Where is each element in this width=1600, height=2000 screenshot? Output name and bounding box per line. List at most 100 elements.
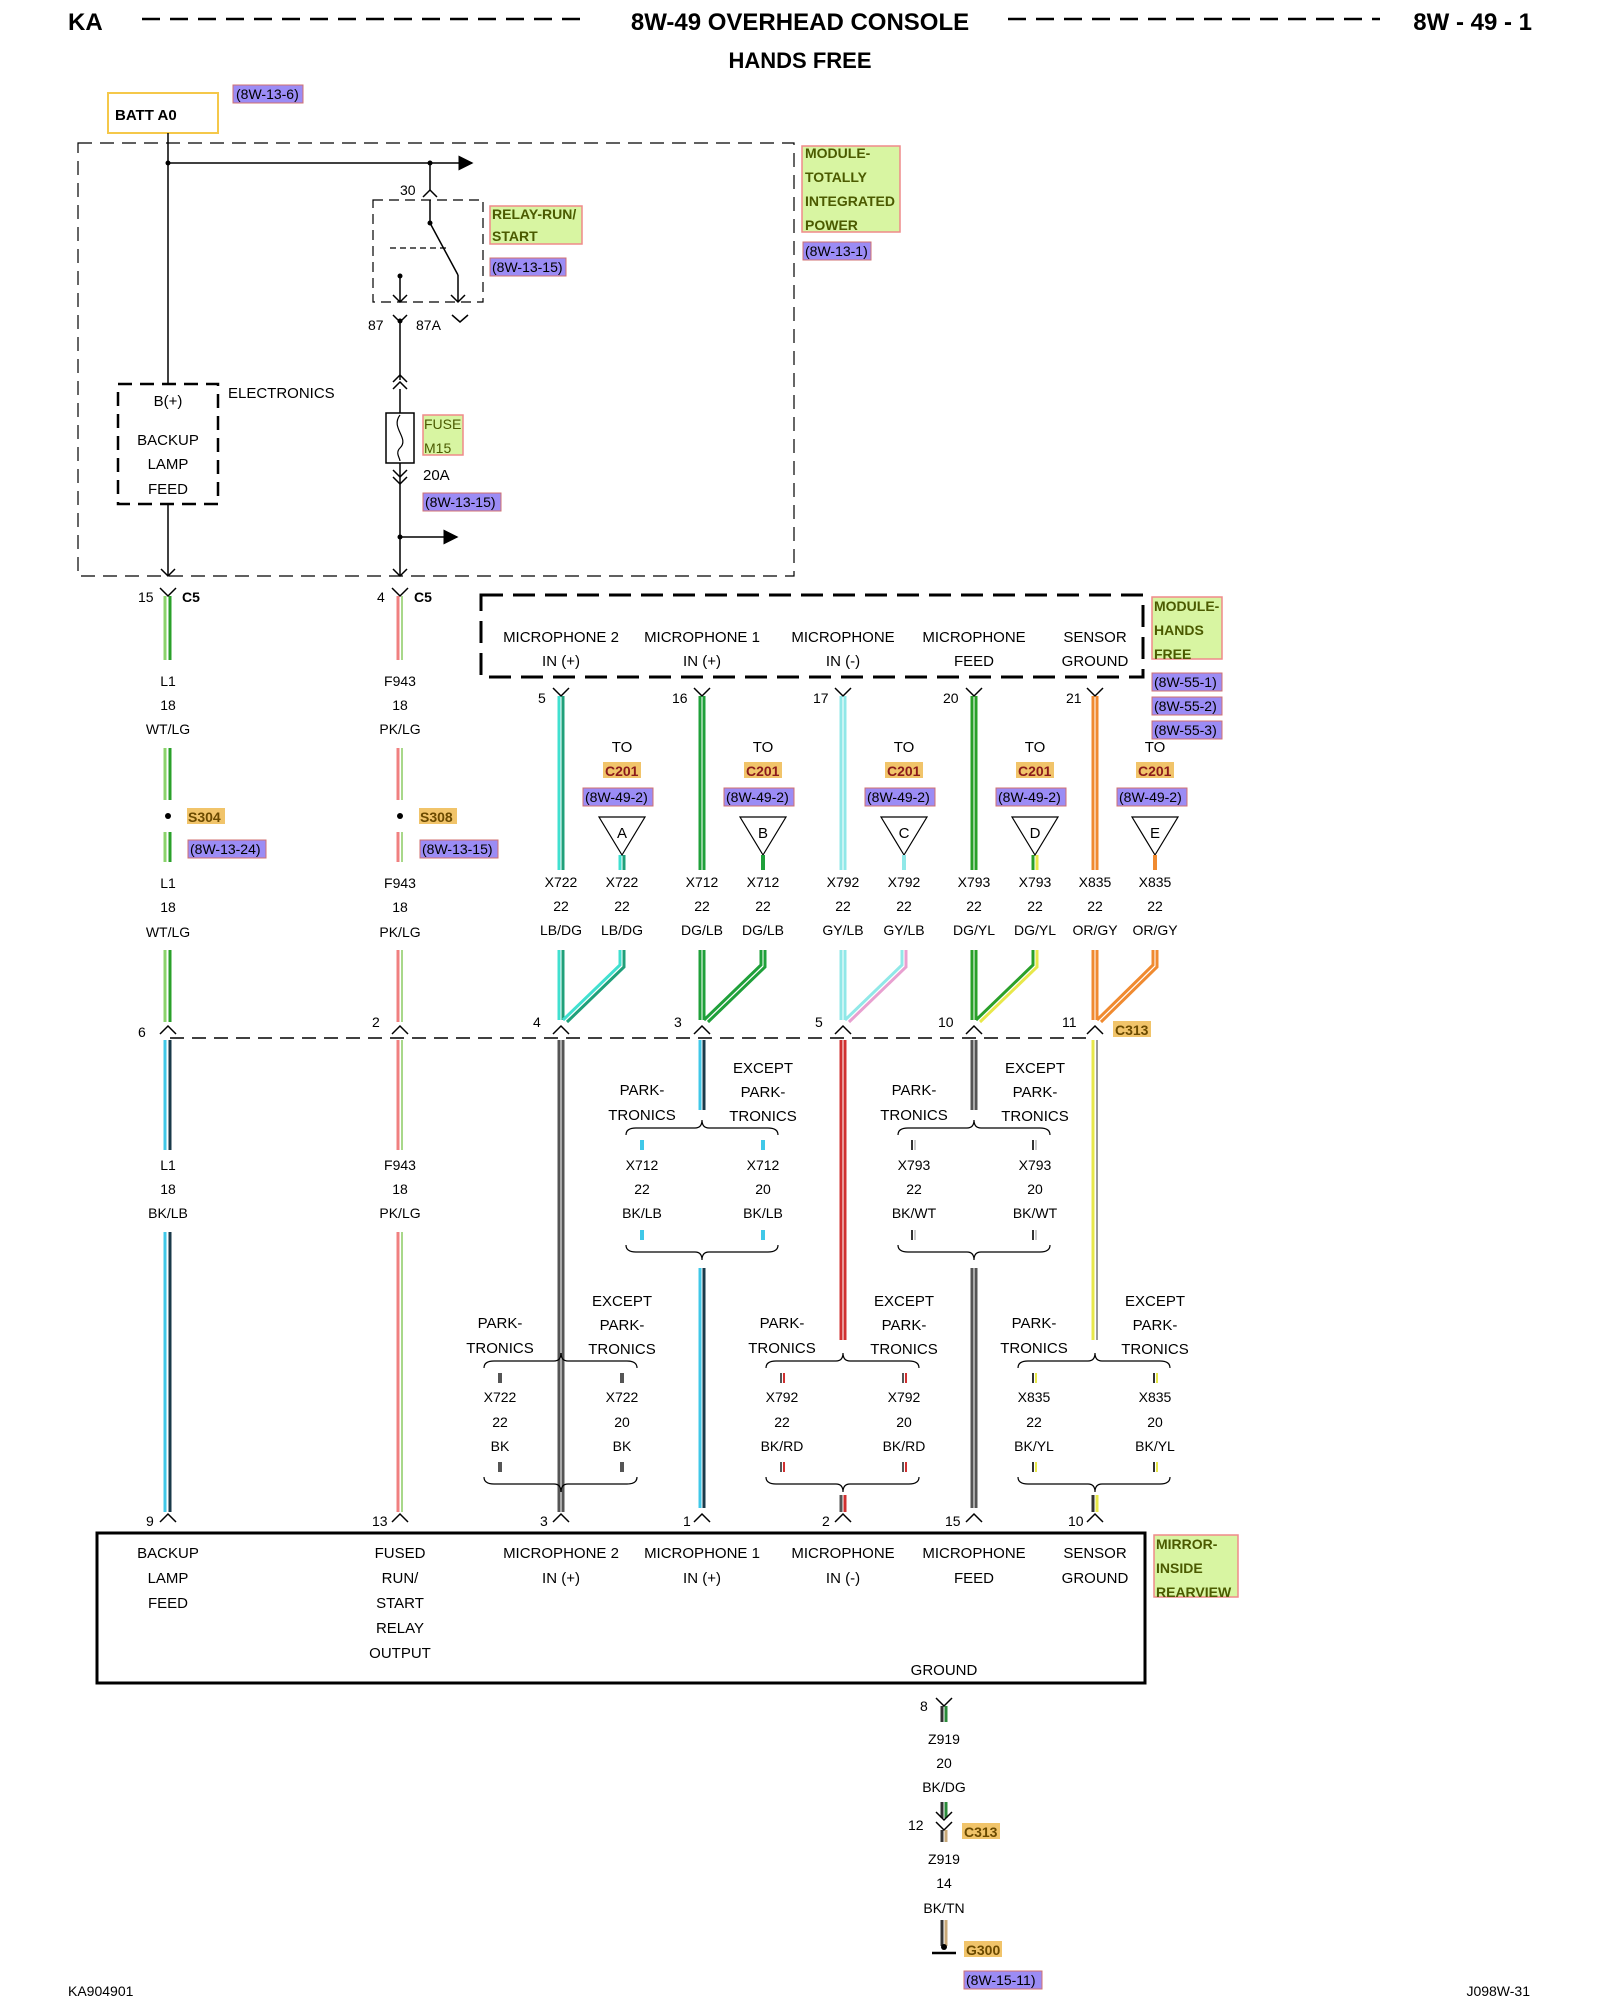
opt-2-right-color: BK/WT bbox=[1013, 1205, 1058, 1221]
option-group-x792: PARK- TRONICS EXCEPT PARK- TRONICS X792 … bbox=[748, 1293, 938, 1493]
hf-ref-1: (8W-55-1) bbox=[1154, 674, 1217, 690]
opt-4-right-color: BK/RD bbox=[883, 1438, 926, 1454]
opt-5-e2: PARK- bbox=[1133, 1317, 1178, 1334]
merge-wires bbox=[557, 950, 1159, 1024]
mirror-line-2: INSIDE bbox=[1156, 1560, 1203, 1576]
wire-z919-b bbox=[940, 1830, 948, 1946]
c201-b-letter: B bbox=[758, 825, 768, 842]
opt-1-right-color: BK/LB bbox=[743, 1205, 783, 1221]
z919-a-circuit: Z919 bbox=[928, 1731, 960, 1747]
mirror-col-3-l2: IN (+) bbox=[542, 1570, 580, 1587]
backup-box-line-1: BACKUP bbox=[137, 432, 199, 449]
c201-a-right-circuit: X722 bbox=[606, 874, 639, 890]
c201-e-ref: (8W-49-2) bbox=[1119, 789, 1182, 805]
c201-d-right-color: DG/YL bbox=[1014, 922, 1056, 938]
wire-f943-upper bbox=[396, 596, 403, 1022]
c201-d-right-circuit: X793 bbox=[1019, 874, 1052, 890]
c201-b-right-gauge: 22 bbox=[755, 898, 771, 914]
hf-pin-3-l2: IN (-) bbox=[826, 653, 860, 670]
fuse-line-2: M15 bbox=[424, 440, 451, 456]
opt-5-a2: TRONICS bbox=[1000, 1340, 1068, 1357]
opt-5-e3: TRONICS bbox=[1121, 1341, 1189, 1358]
l1-low-color: BK/LB bbox=[148, 1205, 188, 1221]
c201-b-right-circuit: X712 bbox=[747, 874, 780, 890]
c201-group-d: TO C201 (8W-49-2) D X793 22 DG/YL X793 2… bbox=[953, 739, 1067, 938]
mirror-pin-9: 9 bbox=[146, 1513, 154, 1529]
opt-1-a1: PARK- bbox=[620, 1082, 665, 1099]
c201-group-b: TO C201 (8W-49-2) B X712 22 DG/LB X712 2… bbox=[681, 739, 795, 938]
c201-group-c: TO C201 (8W-49-2) C X792 22 GY/LB X792 2… bbox=[822, 739, 936, 938]
g300-ground-point bbox=[941, 1944, 947, 1950]
tipm-line-4: POWER bbox=[805, 217, 858, 233]
c313-pin-11: 11 bbox=[1062, 1014, 1077, 1030]
tipm-line-1: MODULE- bbox=[805, 145, 871, 161]
c201-a-right-color: LB/DG bbox=[601, 922, 643, 938]
electronics-label: ELECTRONICS bbox=[228, 385, 335, 402]
hf-pin-2-num: 16 bbox=[672, 690, 688, 706]
opt-3-right-color: BK bbox=[613, 1438, 632, 1454]
hf-pin-2-l2: IN (+) bbox=[683, 653, 721, 670]
tipm-line-2: TOTALLY bbox=[805, 169, 868, 185]
c201-c-to: TO bbox=[894, 739, 915, 756]
mirror-col-1-l2: LAMP bbox=[148, 1570, 189, 1587]
s304-ref: (8W-13-24) bbox=[190, 841, 261, 857]
opt-3-e2: PARK- bbox=[600, 1317, 645, 1334]
opt-5-left-circuit: X835 bbox=[1018, 1389, 1051, 1405]
c201-a-left-color: LB/DG bbox=[540, 922, 582, 938]
c201-b-conn: C201 bbox=[746, 763, 780, 779]
s308-label: S308 bbox=[420, 809, 453, 825]
mirror-col-2-l2: RUN/ bbox=[382, 1570, 419, 1587]
mirror-pin-15: 15 bbox=[945, 1513, 961, 1529]
hf-pin-col-2: MICROPHONE 1 IN (+) 16 bbox=[644, 629, 760, 706]
c201-e-right-color: OR/GY bbox=[1132, 922, 1178, 938]
opt-4-e1: EXCEPT bbox=[874, 1293, 934, 1310]
opt-2-right-circuit: X793 bbox=[1019, 1157, 1052, 1173]
f943-low-color: PK/LG bbox=[379, 1205, 420, 1221]
f943-low-circuit: F943 bbox=[384, 1157, 416, 1173]
tipm-box bbox=[77, 142, 795, 577]
c201-c-letter: C bbox=[899, 825, 910, 842]
page-number: 8W - 49 - 1 bbox=[1413, 9, 1532, 36]
opt-3-a1: PARK- bbox=[478, 1315, 523, 1332]
c201-e-left-gauge: 22 bbox=[1087, 898, 1103, 914]
c201-d-left-circuit: X793 bbox=[958, 874, 991, 890]
hf-ref-3: (8W-55-3) bbox=[1154, 722, 1217, 738]
opt-4-left-gauge: 22 bbox=[774, 1414, 790, 1430]
opt-3-right-gauge: 20 bbox=[614, 1414, 630, 1430]
batt-box bbox=[107, 92, 219, 134]
f943-top-gauge: 18 bbox=[392, 697, 408, 713]
fuse-rating: 20A bbox=[423, 467, 450, 484]
c201-d-right-gauge: 22 bbox=[1027, 898, 1043, 914]
hf-pin-5-num: 21 bbox=[1066, 690, 1082, 706]
mirror-col-2-l3: START bbox=[376, 1595, 424, 1612]
opt-5-right-circuit: X835 bbox=[1139, 1389, 1172, 1405]
c201-b-left-color: DG/LB bbox=[681, 922, 723, 938]
l1-mid-color: WT/LG bbox=[146, 924, 190, 940]
c201-c-conn: C201 bbox=[887, 763, 921, 779]
opt-1-e1: EXCEPT bbox=[733, 1060, 793, 1077]
hf-line-3: FREE bbox=[1154, 646, 1191, 662]
backup-box-top: B(+) bbox=[154, 393, 183, 410]
c313-pin-5: 5 bbox=[815, 1014, 823, 1030]
opt-4-e2: PARK- bbox=[882, 1317, 927, 1334]
c201-d-left-color: DG/YL bbox=[953, 922, 995, 938]
l1-mid-gauge: 18 bbox=[160, 899, 176, 915]
opt-2-e3: TRONICS bbox=[1001, 1108, 1069, 1125]
c201-d-to: TO bbox=[1025, 739, 1046, 756]
mirror-col-6-l2: FEED bbox=[954, 1570, 994, 1587]
c201-a-to: TO bbox=[612, 739, 633, 756]
c313-low-label: C313 bbox=[964, 1824, 998, 1840]
mirror-pin-1: 1 bbox=[683, 1513, 691, 1529]
g300-ref: (8W-15-11) bbox=[966, 1972, 1036, 1988]
mirror-col-4-l2: IN (+) bbox=[683, 1570, 721, 1587]
opt-3-a2: TRONICS bbox=[466, 1340, 534, 1357]
page-subtitle: HANDS FREE bbox=[728, 48, 871, 73]
opt-3-right-circuit: X722 bbox=[606, 1389, 639, 1405]
opt-1-e2: PARK- bbox=[741, 1084, 786, 1101]
hf-pin-5-l1: SENSOR bbox=[1063, 629, 1127, 646]
opt-2-left-gauge: 22 bbox=[906, 1181, 922, 1197]
s308-ref: (8W-13-15) bbox=[422, 841, 493, 857]
hf-pin-1-l2: IN (+) bbox=[542, 653, 580, 670]
c201-a-letter: A bbox=[617, 825, 627, 842]
c5-label-right: C5 bbox=[414, 589, 432, 605]
